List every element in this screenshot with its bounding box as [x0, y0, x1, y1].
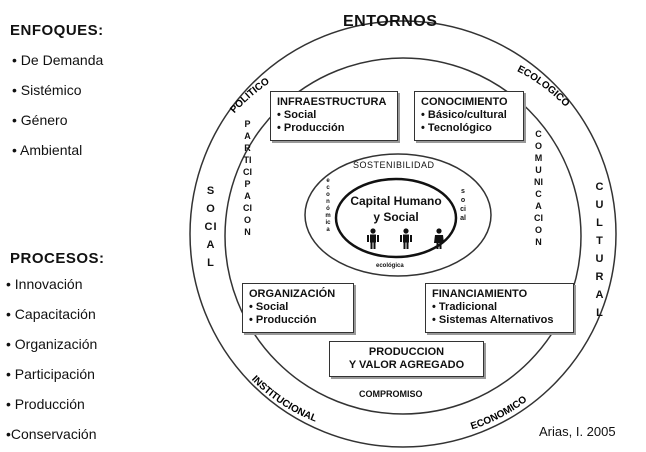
label-participacion-vertical: PARTICIPACION	[243, 119, 252, 237]
list-item: • De Demanda	[12, 52, 104, 68]
label-cultural-vertical: CULTURAL	[595, 181, 605, 319]
produccion-line1: PRODUCCION	[368, 346, 445, 358]
list-item: Sistemas Alternativos	[432, 314, 567, 327]
enfoques-section: ENFOQUES: • De Demanda • Sistémico • Gén…	[6, 22, 104, 165]
capital-line1: Capital Humano	[350, 194, 442, 208]
list-item: •Conservación	[6, 426, 97, 442]
label-comunicacion-vertical: COMUNICACION	[534, 129, 543, 247]
list-item: • Capacitación	[6, 306, 96, 322]
list-item: • Sistémico	[12, 82, 82, 98]
list-item: • Organización	[6, 336, 98, 352]
enfoques-title: ENFOQUES:	[10, 22, 104, 39]
organizacion-title: ORGANIZACIÓN	[249, 288, 336, 300]
person-icon	[400, 228, 412, 249]
capital-ellipse	[334, 177, 458, 259]
list-item: Tradicional	[432, 301, 567, 314]
infraestructura-title: INFRAESTRUCTURA	[277, 96, 387, 108]
social-vertical: social	[460, 188, 466, 222]
people-group	[366, 228, 446, 250]
list-item: • Producción	[6, 396, 85, 412]
list-item: • Género	[12, 112, 68, 128]
author-credit: Arias, I. 2005	[539, 424, 616, 439]
list-item: Producción	[277, 122, 391, 135]
produccion-line2: Y VALOR AGREGADO	[348, 359, 465, 371]
economica-vertical: económica	[325, 178, 331, 233]
capital-line2: y Social	[373, 210, 419, 224]
financiamiento-title: FINANCIAMIENTO	[432, 288, 528, 300]
person-icon	[434, 228, 444, 249]
list-item: Producción	[249, 314, 347, 327]
financiamiento-box: FINANCIAMIENTO Tradicional Sistemas Alte…	[425, 283, 574, 333]
ecologica-label: ecológica	[376, 263, 404, 269]
procesos-list: • Innovación • Capacitación • Organizaci…	[6, 269, 105, 449]
list-item: Tecnológico	[421, 122, 517, 135]
conocimiento-box: CONOCIMIENTO Básico/cultural Tecnológico	[414, 91, 524, 141]
list-item: Social	[277, 109, 391, 122]
compromiso-label: COMPROMISO	[359, 389, 423, 399]
organizacion-box: ORGANIZACIÓN Social Producción	[242, 283, 354, 333]
produccion-box: PRODUCCION Y VALOR AGREGADO	[329, 341, 484, 377]
person-icon	[367, 228, 379, 249]
list-item: Básico/cultural	[421, 109, 517, 122]
enfoques-list: • De Demanda • Sistémico • Género • Ambi…	[6, 45, 104, 165]
entornos-title: ENTORNOS	[343, 13, 438, 30]
list-item: • Ambiental	[12, 142, 83, 158]
infraestructura-box: INFRAESTRUCTURA Social Producción	[270, 91, 398, 141]
procesos-title: PROCESOS:	[10, 250, 105, 267]
list-item: Social	[249, 301, 347, 314]
sostenibilidad-label: SOSTENIBILIDAD	[353, 160, 435, 170]
conocimiento-title: CONOCIMIENTO	[421, 96, 508, 108]
list-item: • Innovación	[6, 276, 83, 292]
procesos-section: PROCESOS: • Innovación • Capacitación • …	[6, 250, 105, 449]
list-item: • Participación	[6, 366, 95, 382]
label-social-vertical: SOCIAL	[204, 185, 218, 269]
